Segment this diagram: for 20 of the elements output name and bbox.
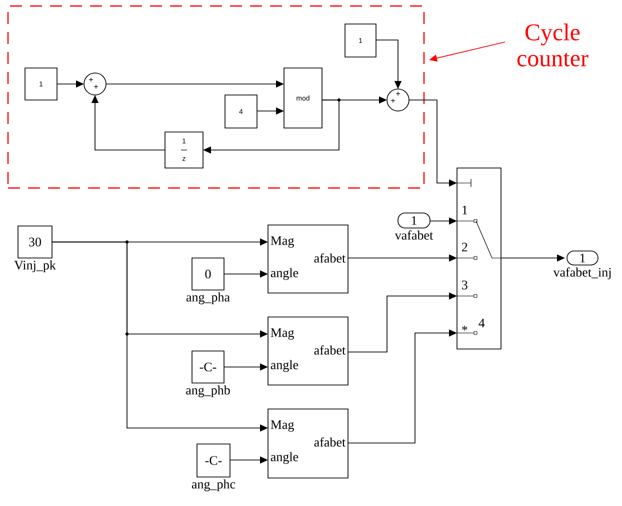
block-label: vafabet (394, 230, 434, 240)
sum-junction: + + (386, 88, 410, 112)
switch-block: 1 2 3 * 4 (456, 168, 502, 350)
constant-block: 0 (192, 258, 224, 290)
constant-block: -C- (192, 350, 224, 384)
polar-block: Mag angle afabet (268, 224, 348, 294)
constant-block: -C- (196, 444, 230, 478)
dashed-frame (7, 5, 425, 189)
sum-junction: + + (84, 72, 106, 96)
polar-block: Mag angle afabet (268, 316, 348, 386)
outport-block: 1 (566, 250, 598, 266)
constant-block: 30 (18, 226, 52, 258)
block-label: ang_phc (192, 479, 236, 492)
annotation-text: Cycle counter (517, 24, 588, 66)
block-label: vafabet_inj (553, 267, 611, 280)
inport-block: 1 (398, 212, 430, 228)
polar-block: Mag angle afabet (268, 408, 348, 478)
block-label: Vinj_pk (14, 260, 56, 272)
block-label: ang_pha (186, 292, 230, 304)
block-label: ang_phb (186, 385, 230, 398)
